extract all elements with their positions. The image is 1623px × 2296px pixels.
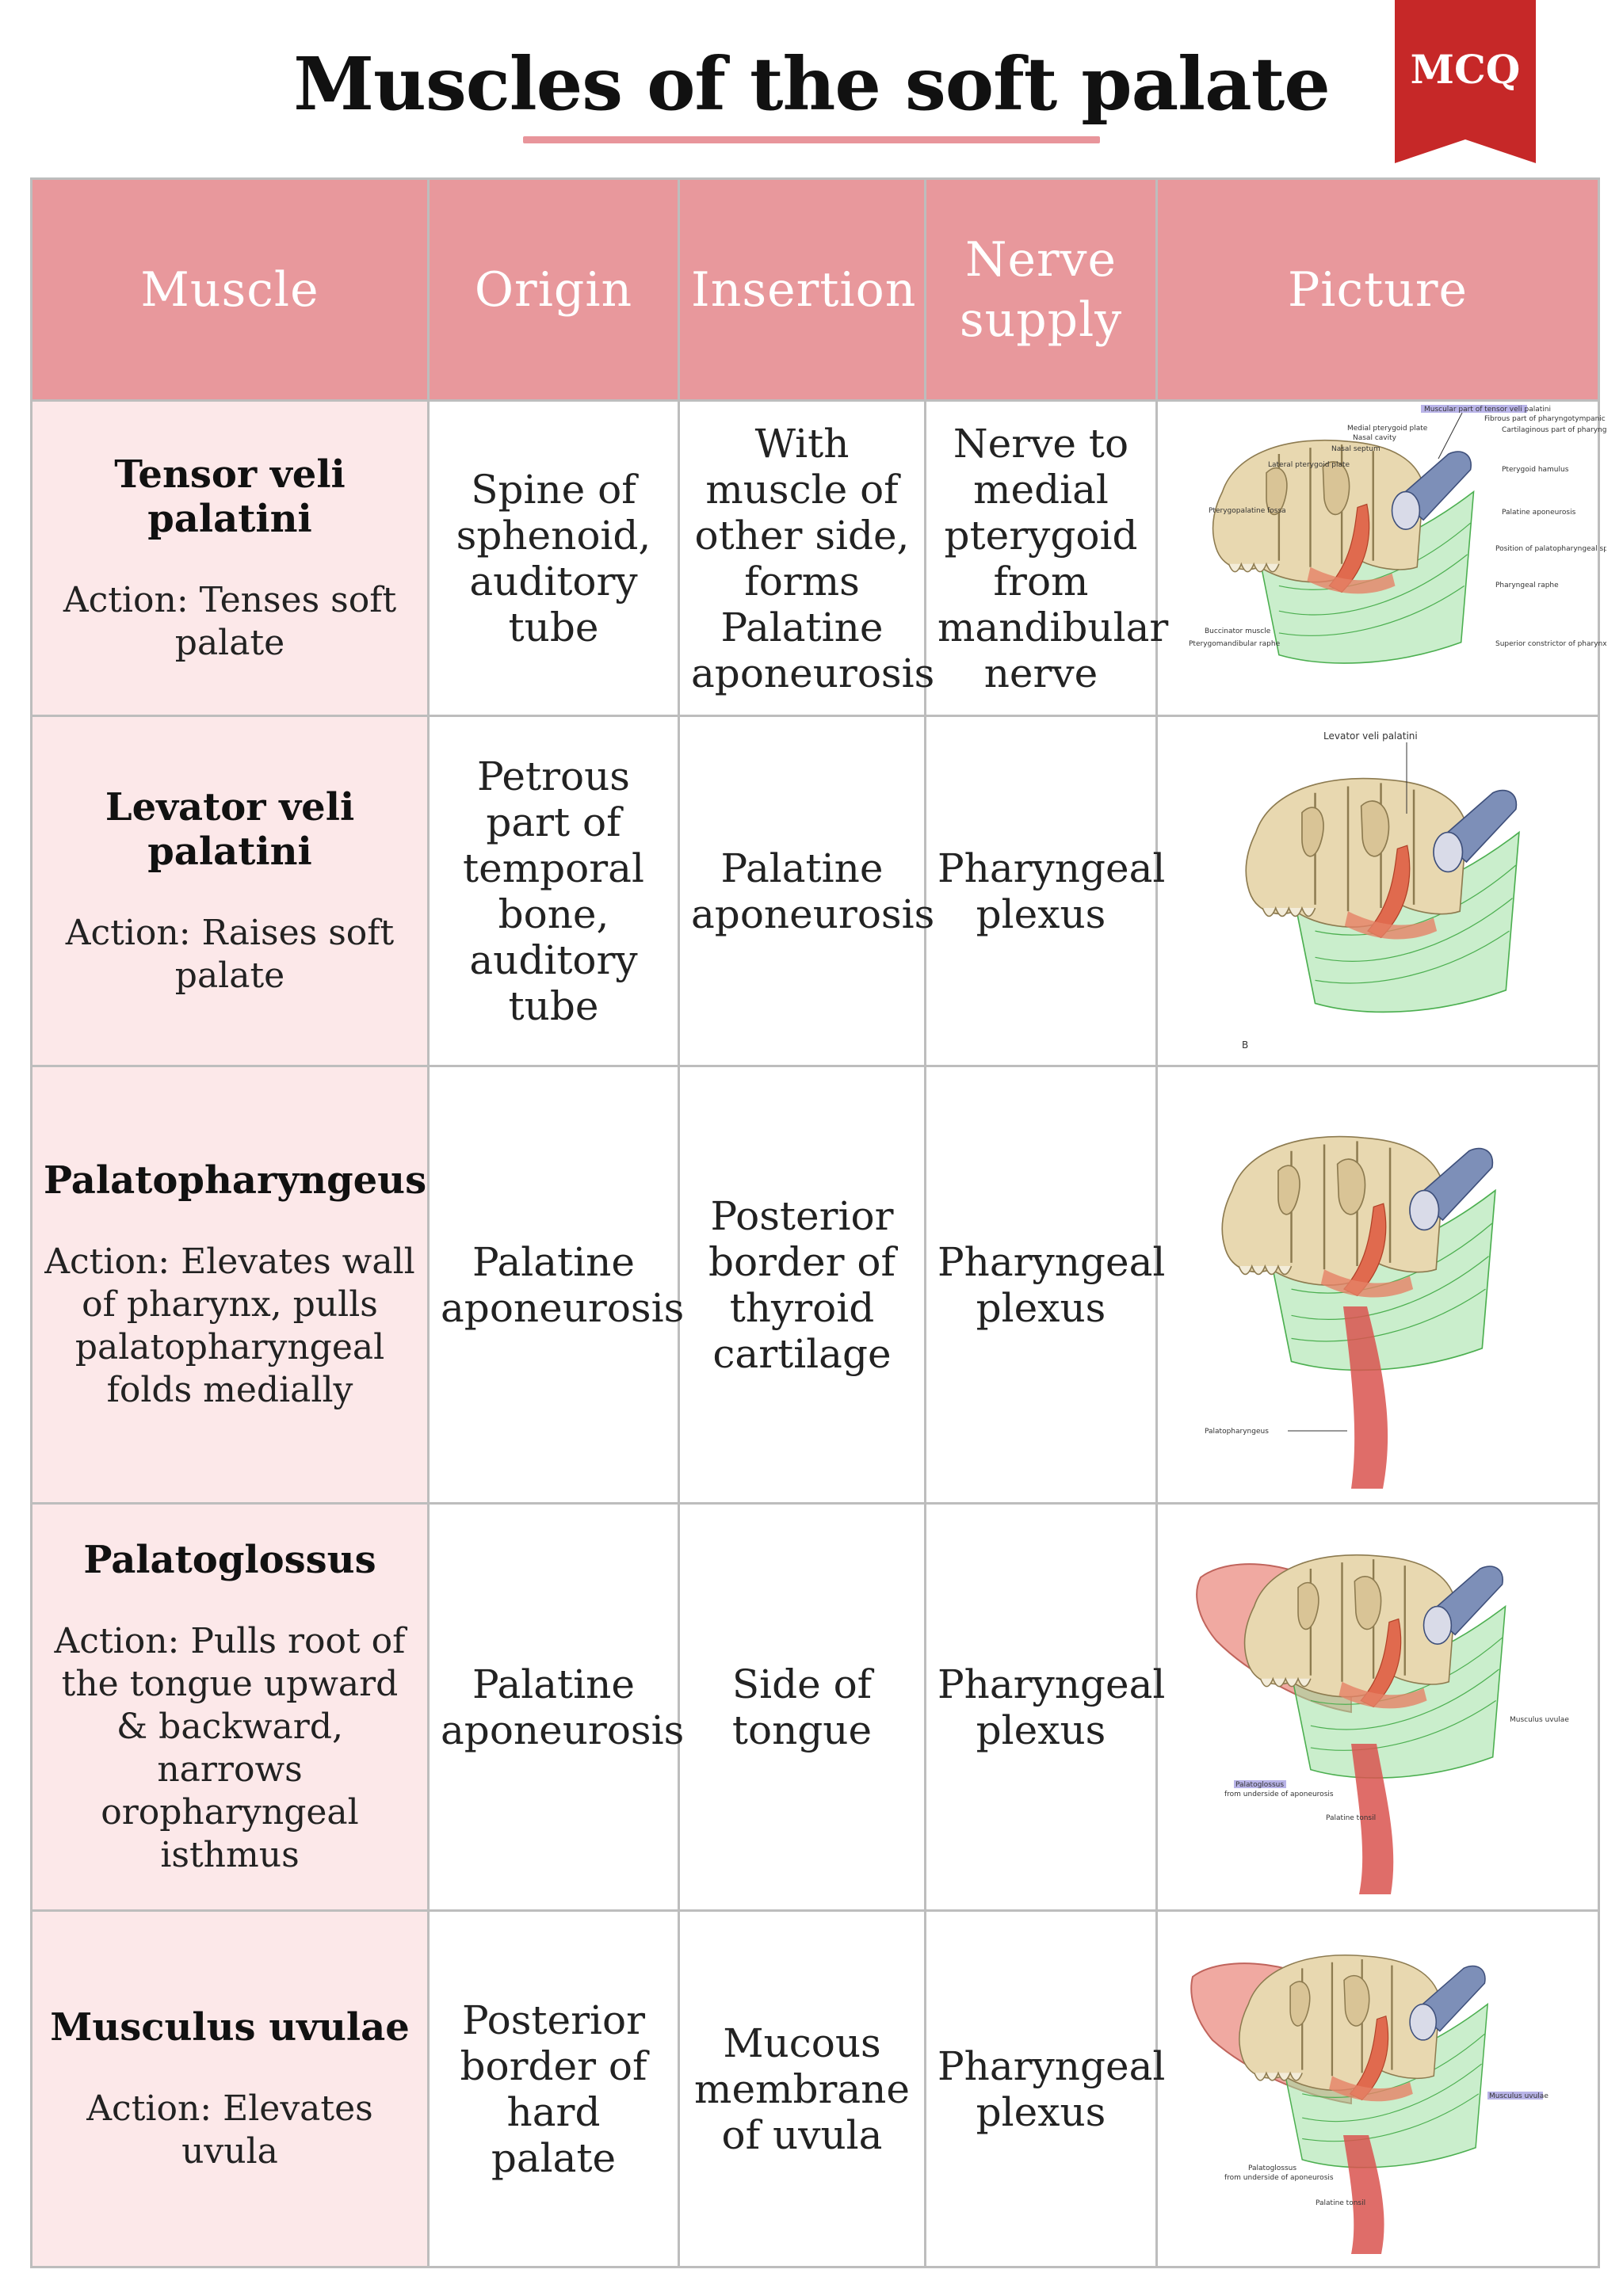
- muscle-name: Palatopharyngeus: [44, 1158, 427, 1203]
- pic-label: Medial pterygoid plate: [1347, 425, 1428, 433]
- pic-label: Palatopharyngeus: [1205, 1428, 1269, 1436]
- muscle-action: Action: Raises soft palate: [65, 912, 395, 996]
- pic-label: Palatoglossus: [1235, 1781, 1284, 1789]
- picture-cell: Levator veli palatini B: [1155, 715, 1600, 1067]
- pic-label: from underside of aponeurosis: [1224, 2174, 1334, 2182]
- pic-label: Cartilaginous part of pharyngotympanic t…: [1502, 426, 1606, 434]
- muscle-action: Action: Elevates wall of pharynx, pulls …: [44, 1241, 415, 1410]
- muscle-action: Action: Tenses soft palate: [63, 579, 397, 663]
- origin-cell: Palatine aponeurosis: [427, 1065, 684, 1505]
- mcq-badge-label: MCQ: [1410, 46, 1521, 93]
- palatoglossus-illustration: Musculus uvulae Palatoglossus from under…: [1196, 1553, 1569, 1894]
- muscle-name: Tensor veli palatini: [114, 452, 346, 541]
- palatopharyngeus-illustration: Palatopharyngeus: [1205, 1135, 1497, 1489]
- muscle-name: Musculus uvulae: [50, 2004, 410, 2050]
- mcq-badge: MCQ: [1395, 0, 1536, 163]
- tensor-veli-palatini-illustration: Muscular part of tensor veli palatini Me…: [1189, 404, 1606, 664]
- pic-label: Pterygoid hamulus: [1502, 466, 1569, 474]
- pic-label: Palatine aponeurosis: [1502, 509, 1576, 517]
- pic-label: Superior constrictor of pharynx: [1495, 640, 1606, 648]
- muscle-name: Palatoglossus: [83, 1537, 376, 1582]
- pic-label: Levator veli palatini: [1323, 730, 1418, 742]
- header-nerve-line2: supply: [959, 292, 1123, 348]
- table-row: Tensor veli palatini Action: Tenses soft…: [30, 399, 1606, 717]
- header-origin: Origin: [427, 177, 680, 402]
- pic-label: Lateral pterygoid plate: [1268, 461, 1350, 469]
- muscle-cell: Tensor veli palatini Action: Tenses soft…: [30, 399, 430, 717]
- muscle-action: Action: Elevates uvula: [86, 2088, 373, 2172]
- origin-cell: Petrous part of temporal bone, auditory …: [427, 715, 680, 1067]
- insertion-cell: Posterior border of thyroid cartilage: [678, 1065, 926, 1505]
- nerve-cell: Nerve to medial pterygoid from mandibula…: [924, 399, 1168, 717]
- nerve-cell: Pharyngeal plexus: [924, 1065, 1165, 1505]
- insertion-cell: Mucous membrane of uvula: [678, 1909, 926, 2268]
- pic-label: Palatoglossus: [1248, 2164, 1296, 2172]
- header-insertion: Insertion: [678, 177, 926, 402]
- muscle-cell: Musculus uvulae Action: Elevates uvula: [30, 1909, 430, 2268]
- table-row: Palatopharyngeus Action: Elevates wall o…: [30, 1065, 1600, 1505]
- table-row: Levator veli palatini Action: Raises sof…: [30, 715, 1600, 1067]
- origin-cell: Posterior border of hard palate: [427, 1909, 680, 2268]
- pic-label: Musculus uvulae: [1510, 1716, 1569, 1724]
- pic-label: from underside of aponeurosis: [1224, 1791, 1334, 1798]
- nerve-cell: Pharyngeal plexus: [924, 1502, 1165, 1912]
- insertion-cell: Side of tongue: [678, 1502, 926, 1912]
- nerve-cell: Pharyngeal plexus: [924, 1909, 1165, 2268]
- origin-cell: Palatine aponeurosis: [427, 1502, 684, 1912]
- pic-label: Pharyngeal raphe: [1495, 582, 1559, 589]
- table-row: Palatoglossus Action: Pulls root of the …: [30, 1502, 1600, 1912]
- muscle-cell: Levator veli palatini Action: Raises sof…: [30, 715, 430, 1067]
- picture-cell: Palatopharyngeus: [1155, 1065, 1600, 1505]
- pic-label: Palatine tonsil: [1316, 2199, 1365, 2207]
- pic-label: Position of palatopharyngeal sphincter: [1495, 545, 1606, 553]
- header-picture: Picture: [1155, 177, 1600, 402]
- pic-label: Musculus uvulae: [1489, 2092, 1549, 2100]
- muscle-cell: Palatoglossus Action: Pulls root of the …: [30, 1502, 430, 1912]
- picture-cell: Muscular part of tensor veli palatini Me…: [1155, 399, 1606, 717]
- picture-cell: Musculus uvulae Palatoglossus from under…: [1155, 1909, 1600, 2268]
- pic-label: Nasal cavity: [1353, 434, 1397, 442]
- pic-label: Pterygomandibular raphe: [1189, 640, 1281, 648]
- pic-label: Buccinator muscle: [1205, 627, 1271, 635]
- title-underline: [523, 136, 1100, 143]
- pic-label: Pterygopalatine fossa: [1209, 507, 1286, 515]
- pic-label: Fibrous part of pharyngotympanic tube: [1484, 415, 1606, 423]
- picture-cell: Musculus uvulae Palatoglossus from under…: [1155, 1502, 1600, 1912]
- pic-label: Muscular part of tensor veli palatini: [1424, 406, 1551, 414]
- pic-label: Nasal septum: [1331, 445, 1381, 453]
- pic-label: Palatine tonsil: [1326, 1814, 1376, 1822]
- musculus-uvulae-illustration: Musculus uvulae Palatoglossus from under…: [1190, 1954, 1549, 2254]
- header-nerve-line1: Nerve: [964, 231, 1117, 288]
- muscle-name: Levator veli palatini: [105, 784, 355, 874]
- muscle-action: Action: Pulls root of the tongue upward …: [54, 1620, 406, 1875]
- page-title: Muscles of the soft palate: [293, 41, 1331, 127]
- table-row: Musculus uvulae Action: Elevates uvula P…: [30, 1909, 1600, 2268]
- insertion-cell: With muscle of other side, forms Palatin…: [678, 399, 934, 717]
- origin-cell: Spine of sphenoid, auditory tube: [427, 399, 680, 717]
- levator-veli-palatini-illustration: Levator veli palatini B: [1242, 730, 1521, 1051]
- header-muscle: Muscle: [30, 177, 430, 402]
- insertion-cell: Palatine aponeurosis: [678, 715, 934, 1067]
- muscle-cell: Palatopharyngeus Action: Elevates wall o…: [30, 1065, 430, 1505]
- nerve-cell: Pharyngeal plexus: [924, 715, 1165, 1067]
- pic-label: B: [1242, 1039, 1248, 1051]
